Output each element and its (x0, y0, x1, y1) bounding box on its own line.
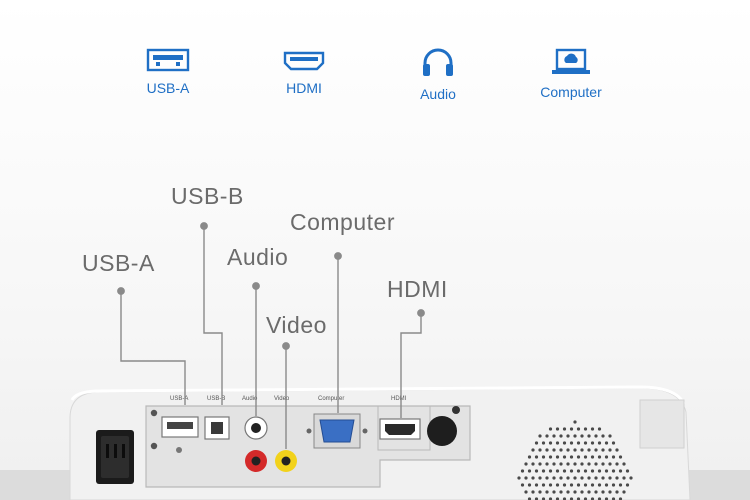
callout-audio-label: Audio (227, 244, 289, 270)
usb-b-port (204, 416, 230, 440)
leader-video (282, 342, 290, 449)
panel-label-usb-a: USB-A (170, 396, 188, 402)
panel-label-usb-b: USB-B (207, 396, 225, 402)
headphones-icon (423, 48, 453, 76)
leader-hdmi (400, 309, 425, 418)
audio-jack (244, 416, 268, 440)
power-inlet (96, 430, 134, 484)
usb-a-port (161, 416, 199, 453)
feature-audio: Audio (378, 48, 498, 102)
feature-usb-a-label: USB-A (146, 80, 190, 96)
callout-computer-label: Computer (290, 209, 395, 235)
panel-label-audio: Audio (242, 396, 258, 402)
usb-a-icon (146, 48, 190, 72)
panel-label-video: Video (274, 396, 290, 402)
leader-audio (252, 282, 260, 416)
leader-usb-a (117, 287, 186, 405)
feature-computer-label: Computer (540, 84, 602, 100)
dark-round-button (427, 416, 457, 446)
hdmi-icon (283, 51, 325, 71)
feature-hdmi-label: HDMI (286, 80, 322, 96)
feature-usb-a: USB-A (108, 48, 228, 96)
leader-usb-b (200, 222, 223, 405)
video-jack (275, 450, 297, 472)
panel-label-computer: Computer (318, 396, 344, 402)
callout-usb-a-label: USB-A (82, 250, 155, 276)
callout-usb-b-label: USB-B (171, 183, 244, 209)
feature-computer: Computer (511, 48, 631, 100)
hdmi-port (379, 418, 421, 440)
callout-video-label: Video (266, 312, 327, 338)
panel-screw (452, 406, 460, 414)
feature-hdmi: HDMI (244, 48, 364, 96)
panel-label-hdmi: HDMI (391, 396, 407, 402)
audio-red-jack (245, 450, 267, 472)
laptop-icon (552, 48, 590, 74)
leader-lines (117, 222, 425, 449)
speaker-grille (517, 420, 633, 500)
vga-port (306, 413, 368, 449)
feature-audio-label: Audio (420, 86, 456, 102)
feature-icon-row: USB-A HDMI Audio Computer (0, 48, 750, 118)
callout-hdmi-label: HDMI (387, 276, 448, 302)
leader-computer (334, 252, 342, 413)
